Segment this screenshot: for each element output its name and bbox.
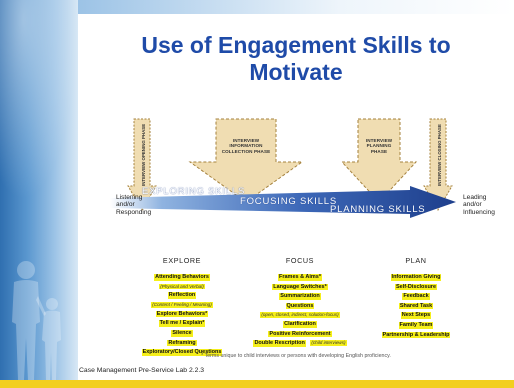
skill-label: Attending Behaviors (154, 274, 210, 281)
skill-label: Partnership & Leadership (381, 331, 451, 339)
list-item: Summarization (238, 290, 362, 300)
list-item: Feedback (354, 290, 478, 300)
course-footer-label: Case Management Pre-Service Lab 2.2.3 (79, 367, 205, 374)
info-collection-phase-label: INTERVIEW INFORMATION COLLECTION PHASE (221, 138, 271, 154)
skills-continuum-arrow (110, 186, 456, 218)
list-item: Positive Reinforcement (238, 328, 362, 338)
parent-child-silhouette-image (12, 261, 61, 380)
skill-note: (Physical and Verbal) (159, 283, 205, 290)
left-decorative-band (0, 0, 78, 388)
list-item: Tell me / Explain* (120, 317, 244, 327)
skill-label: Silence (171, 329, 193, 337)
skill-label: Next Steps (400, 312, 432, 319)
leading-influencing-label: Leading and/or Influencing (463, 194, 495, 216)
list-item: Double Rescription (child interviews) (238, 337, 362, 347)
skill-label: Positive Reinforcement (268, 330, 332, 338)
list-item: Exploratory/Closed Questions (120, 346, 244, 356)
info-collection-phase-arrow (188, 118, 304, 203)
planning-phase-arrow (340, 118, 418, 203)
focusing-skills-band: FOCUSING SKILLS (240, 196, 337, 207)
list-item: Information Giving (354, 271, 478, 281)
list-item: Shared Task (354, 300, 478, 310)
list-item: Explore Behaviors* (120, 308, 244, 318)
list-item: Frames & Aims* (238, 271, 362, 281)
skill-note: (open, closed, indirect, solution-focus) (260, 312, 340, 319)
footnote: * Terms unique to child interviews or pe… (201, 353, 391, 359)
skill-label: Family Team (398, 321, 434, 329)
footer-accent-bar (0, 380, 514, 388)
plan-heading: PLAN (405, 256, 427, 265)
opening-phase-label: INTERVIEW OPENING PHASE (141, 123, 146, 186)
skill-label: Information Giving (390, 274, 442, 281)
skill-label: Feedback (402, 293, 430, 300)
list-item: Self-Disclosure (354, 281, 478, 291)
skill-label: Reflection (167, 292, 197, 299)
focus-heading: FOCUS (285, 256, 315, 265)
plan-column: PLAN Information Giving Self-Disclosure … (354, 256, 478, 339)
skill-label: Explore Behaviors* (155, 310, 209, 318)
list-item: Reflection (120, 289, 244, 299)
planning-phase-label: INTERVIEW PLANNING PHASE (365, 138, 393, 154)
skill-label: Summarization (279, 293, 321, 300)
list-item: (Physical and Verbal) (120, 281, 244, 290)
skill-label: Shared Task (398, 302, 434, 310)
skill-label: Frames & Aims* (278, 274, 322, 281)
list-item: Silence (120, 327, 244, 337)
skill-label: Self-Disclosure (394, 283, 438, 291)
list-item: (Content / Feeling / Meaning) (120, 299, 244, 308)
list-item: Reframing (120, 337, 244, 347)
list-item: Attending Behaviors (120, 271, 244, 281)
list-item: Next Steps (354, 309, 478, 319)
explore-column: EXPLORE Attending Behaviors (Physical an… (120, 256, 244, 356)
list-item: Partnership & Leadership (354, 329, 478, 339)
exploring-skills-band: EXPLORING SKILLS (142, 186, 246, 197)
list-item: Clarification (238, 318, 362, 328)
skill-label: Double Rescription (253, 340, 306, 347)
list-item: Language Switches* (238, 281, 362, 291)
explore-heading: EXPLORE (162, 256, 202, 265)
skill-label: Language Switches* (272, 283, 328, 291)
skill-label: Tell me / Explain* (158, 320, 206, 327)
list-item: (open, closed, indirect, solution-focus) (238, 309, 362, 319)
closing-phase-label: INTERVIEW CLOSING PHASE (437, 124, 442, 186)
slide-title: Use of Engagement Skills to Motivate (141, 32, 451, 85)
skill-label: Exploratory/Closed Questions (141, 349, 223, 356)
skill-label: Reframing (167, 339, 197, 347)
left-band-glow (0, 0, 78, 200)
skill-note: (child interviews) (310, 340, 347, 347)
skill-note: (Content / Feeling / Meaning) (151, 301, 213, 308)
listening-responding-label: Listening and/or Responding (116, 194, 152, 216)
top-decorative-strip (78, 0, 514, 14)
list-item: Family Team (354, 319, 478, 329)
focus-column: FOCUS Frames & Aims* Language Switches* … (238, 256, 362, 347)
closing-phase-arrow (423, 118, 453, 211)
list-item: Questions (238, 300, 362, 310)
skill-label: Questions (285, 302, 315, 310)
skill-label: Clarification (283, 321, 317, 328)
planning-skills-band: PLANNING SKILLS (330, 204, 426, 215)
